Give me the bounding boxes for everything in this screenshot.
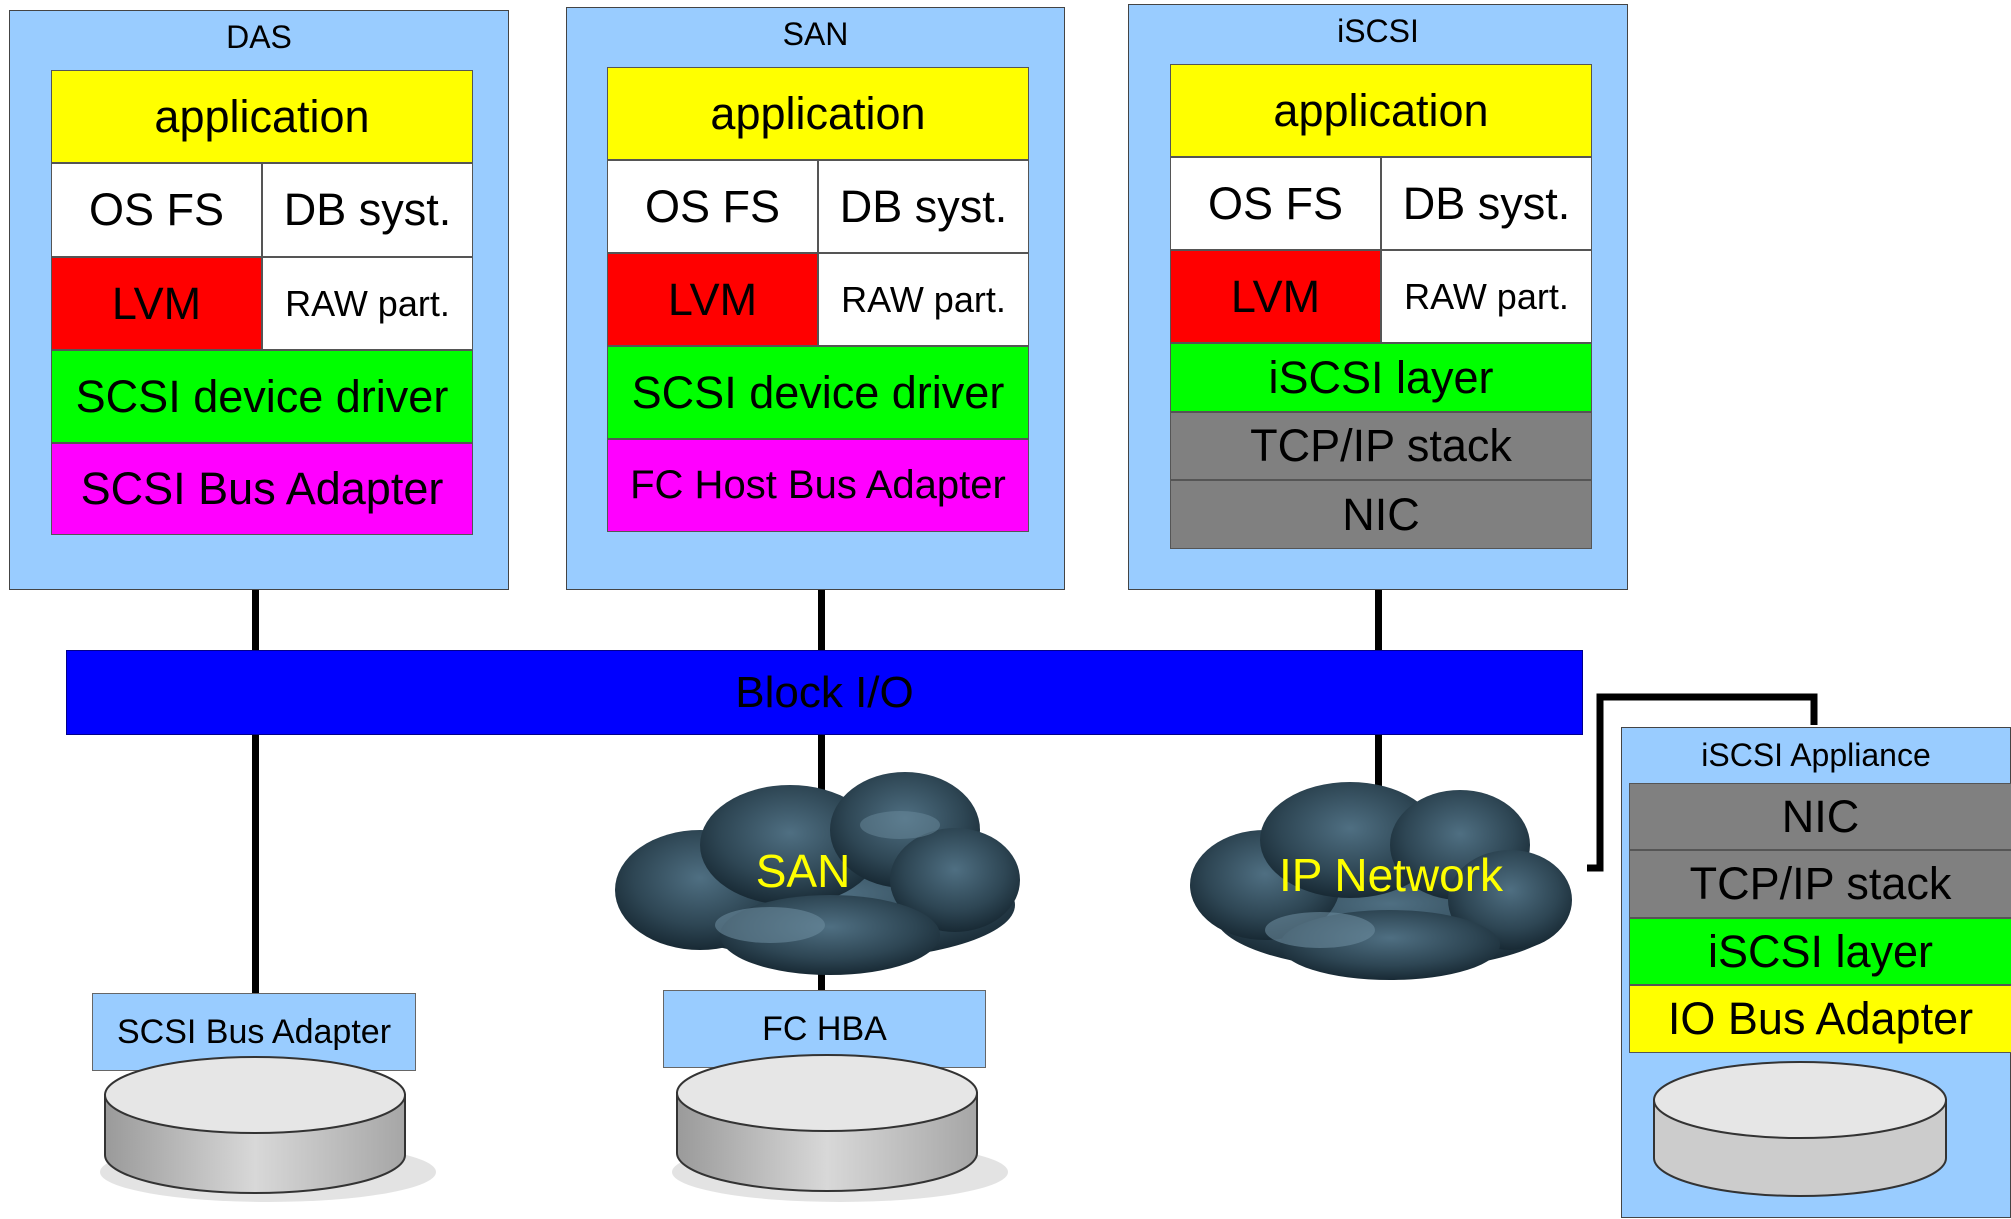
- appliance-title: iSCSI Appliance: [1701, 737, 1931, 773]
- nic-layer: NIC: [1629, 783, 2011, 850]
- connector-san-top: [818, 588, 825, 650]
- db-system-layer: DB syst.: [262, 163, 473, 257]
- tcp-ip-stack-layer: TCP/IP stack: [1629, 850, 2011, 918]
- raw-partition-layer: RAW part.: [262, 257, 473, 350]
- host-title: iSCSI: [1337, 13, 1419, 49]
- scsi-device-driver-layer: SCSI device driver: [51, 350, 473, 443]
- fc-host-bus-adapter-layer: FC Host Bus Adapter: [607, 439, 1029, 532]
- application-layer: application: [51, 70, 473, 163]
- os-fs-layer: OS FS: [607, 160, 818, 253]
- lvm-layer: LVM: [1170, 250, 1381, 343]
- db-system-layer: DB syst.: [818, 160, 1029, 253]
- host-san: SAN application OS FS DB syst. LVM RAW p…: [566, 7, 1065, 590]
- host-das: DAS application OS FS DB syst. LVM RAW p…: [9, 10, 509, 590]
- io-bus-adapter-layer: IO Bus Adapter: [1629, 985, 2011, 1053]
- block-io-bus: Block I/O: [66, 650, 1583, 735]
- connector-iscsi-top: [1375, 588, 1382, 650]
- iscsi-layer: iSCSI layer: [1170, 343, 1592, 412]
- db-system-layer: DB syst.: [1381, 157, 1592, 250]
- iscsi-layer: iSCSI layer: [1629, 918, 2011, 985]
- tcp-ip-stack-layer: TCP/IP stack: [1170, 412, 1592, 480]
- raw-partition-layer: RAW part.: [818, 253, 1029, 346]
- ip-network-cloud-label: IP Network: [1279, 849, 1504, 901]
- host-title: DAS: [226, 19, 292, 55]
- host-iscsi: iSCSI application OS FS DB syst. LVM RAW…: [1128, 4, 1628, 590]
- host-title: SAN: [782, 16, 849, 52]
- connector-das-top: [252, 588, 259, 650]
- disk-icon: [672, 1054, 1008, 1202]
- application-layer: application: [1170, 64, 1592, 157]
- application-layer: application: [607, 67, 1029, 160]
- fc-hba-box: FC HBA: [663, 990, 986, 1068]
- connector-ip-bottom: [1375, 735, 1382, 820]
- scsi-bus-adapter-layer: SCSI Bus Adapter: [51, 443, 473, 535]
- scsi-device-driver-layer: SCSI device driver: [607, 346, 1029, 439]
- os-fs-layer: OS FS: [51, 163, 262, 257]
- connector-das-bottom: [252, 735, 259, 993]
- nic-layer: NIC: [1170, 480, 1592, 549]
- disk-icon: [100, 1056, 436, 1202]
- ip-network-cloud-icon: IP Network: [1190, 782, 1572, 980]
- san-cloud-icon: SAN: [615, 772, 1020, 975]
- san-cloud-label: SAN: [756, 845, 851, 897]
- iscsi-appliance: iSCSI Appliance NIC TCP/IP stack iSCSI l…: [1621, 727, 2011, 1218]
- lvm-layer: LVM: [51, 257, 262, 350]
- appliance-disk-icon: [1653, 1061, 1947, 1197]
- lvm-layer: LVM: [607, 253, 818, 346]
- scsi-bus-adapter-box: SCSI Bus Adapter: [92, 993, 416, 1071]
- os-fs-layer: OS FS: [1170, 157, 1381, 250]
- raw-partition-layer: RAW part.: [1381, 250, 1592, 343]
